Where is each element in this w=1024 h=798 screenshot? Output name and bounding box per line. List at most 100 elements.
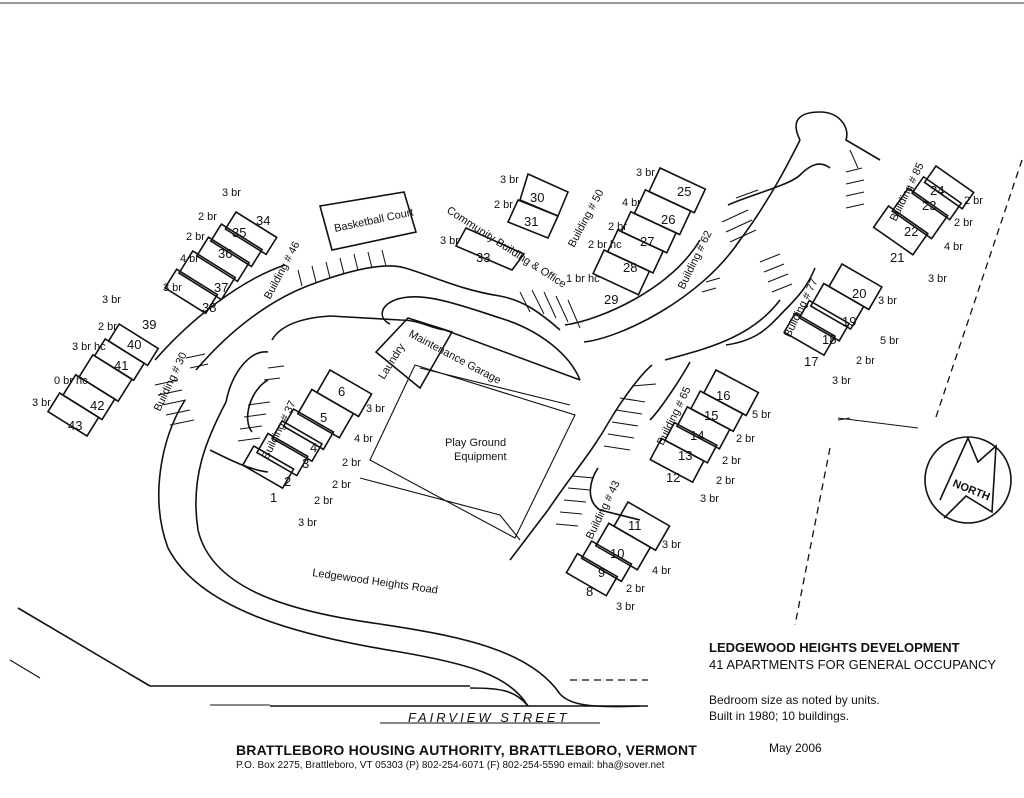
road-join-left (469, 687, 529, 707)
west-loop-small (246, 379, 269, 433)
parking-bldg43 (555, 475, 595, 527)
unit-14: 14 (690, 428, 704, 443)
unit-43-br: 3 br (32, 397, 51, 409)
unit-43: 43 (68, 418, 82, 433)
property-line-east (934, 159, 1023, 421)
unit-14-br: 2 br (722, 455, 741, 467)
parking-basketball (297, 249, 387, 287)
unit-9: 9 (598, 565, 605, 580)
unit-41-br: 3 br hc (72, 341, 106, 353)
unit-33-outline (454, 226, 526, 271)
central-island-curve (381, 299, 396, 325)
playground-edge-2 (499, 514, 521, 541)
unit-31-outline (506, 198, 560, 240)
community-building-label: Community Building & Office (444, 204, 568, 290)
unit-13-br: 2 br (716, 475, 735, 487)
unit-35: 35 (232, 225, 246, 240)
housing-authority-name: BRATTLEBORO HOUSING AUTHORITY, BRATTLEBO… (236, 742, 698, 758)
parking-bldg30 (154, 353, 209, 426)
unit-35-br: 2 br (198, 211, 217, 223)
unit-21-br: 3 br (928, 273, 947, 285)
unit-20-br: 3 br (878, 295, 897, 307)
unit-39: 39 (142, 317, 156, 332)
unit-34: 34 (256, 213, 270, 228)
building-30-label: Building # 30 (152, 351, 190, 414)
unit-5: 5 (320, 410, 327, 425)
unit-16: 16 (716, 388, 730, 403)
building-77 (783, 262, 883, 357)
building-85 (872, 164, 975, 256)
unit-26: 26 (661, 212, 675, 227)
parking-bldg85 (845, 149, 865, 209)
property-line-southeast (794, 447, 831, 626)
unit-31-br: 2 br (494, 199, 513, 211)
unit-20: 20 (852, 286, 866, 301)
unit-4: 4 (310, 440, 317, 455)
unit-38-br: 3 br (163, 282, 182, 294)
unit-6: 6 (338, 384, 345, 399)
building-85-label: Building # 85 (888, 161, 927, 223)
parking-areas (154, 149, 865, 527)
unit-3-br: 2 br (332, 479, 351, 491)
south-east-road-upper (649, 361, 691, 421)
basketball-court-outline (318, 191, 418, 251)
unit-15-br: 2 br (736, 433, 755, 445)
unit-11-br: 3 br (662, 539, 681, 551)
unit-33: 33 (476, 250, 490, 265)
contact-info: P.O. Box 2275, Brattleboro, VT 05303 (P)… (236, 760, 665, 771)
cul-de-sac-top (795, 111, 881, 161)
unit-29: 29 (604, 292, 618, 307)
unit-24: 24 (930, 183, 944, 198)
central-loop-north (271, 315, 581, 381)
unit-22-br: 4 br (944, 241, 963, 253)
maintenance-garage-building (374, 317, 454, 390)
unit-40-br: 2 br (98, 321, 117, 333)
south-east-road-west-edge (509, 364, 653, 561)
parking-bldg65 (603, 383, 657, 451)
unit-37: 37 (214, 280, 228, 295)
unit-17-br: 3 br (832, 375, 851, 387)
parking-community (519, 289, 581, 329)
unit-39-br: 3 br (102, 294, 121, 306)
basketball-court: Basketball Court (318, 191, 418, 251)
building-65 (649, 368, 760, 484)
parking-bldg62 (701, 189, 793, 293)
playground-lot (369, 364, 576, 539)
road-join-right (559, 693, 641, 708)
unit-42-br: 0 br hc (54, 375, 88, 387)
unit-38: 38 (202, 300, 216, 315)
unit-30: 30 (530, 190, 544, 205)
unit-8: 8 (586, 584, 593, 599)
north-compass: NORTH (924, 435, 1012, 524)
playground-label-line2: Equipment (454, 451, 507, 463)
unit-8-br: 3 br (616, 601, 635, 613)
development-subtitle: 41 APARTMENTS FOR GENERAL OCCUPANCY (709, 657, 997, 672)
unit-41: 41 (114, 358, 128, 373)
unit-26-br: 4 br (622, 197, 641, 209)
building-50 (454, 172, 570, 271)
unit-15: 15 (704, 408, 718, 423)
building-62-label: Building # 62 (676, 229, 715, 291)
north-arrow-icon (939, 435, 997, 519)
unit-12-br: 3 br (700, 493, 719, 505)
maintenance-garage-label: Maintenance Garage (407, 328, 503, 387)
unit-10: 10 (610, 546, 624, 561)
unit-3: 3 (302, 456, 309, 471)
unit-30-br: 3 br (500, 174, 519, 186)
unit-29-br: 1 br hc (566, 273, 600, 285)
unit-13: 13 (678, 448, 692, 463)
unit-1-br: 3 br (298, 517, 317, 529)
property-lines (794, 159, 1023, 626)
development-title: LEDGEWOOD HEIGHTS DEVELOPMENT (709, 640, 960, 655)
map-date: May 2006 (769, 741, 822, 755)
ledgewood-road-outer (195, 351, 561, 695)
fairview-street-label-group: FAIRVIEW STREET (380, 710, 600, 725)
unit-18-br: 2 br (856, 355, 875, 367)
unit-17: 17 (804, 354, 818, 369)
unit-16-br: 5 br (752, 409, 771, 421)
built-note: Built in 1980; 10 buildings. (709, 709, 850, 723)
unit-42: 42 (90, 398, 104, 413)
unit-1: 1 (270, 490, 277, 505)
